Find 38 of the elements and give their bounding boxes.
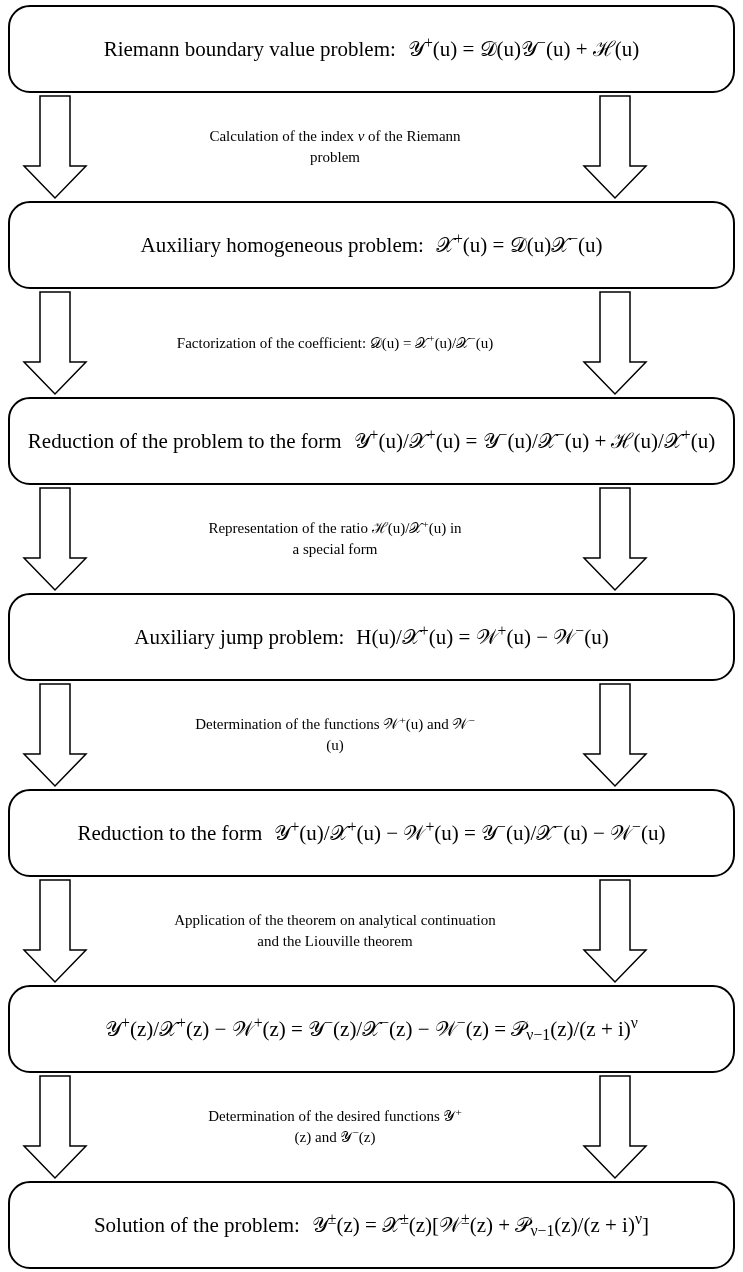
box-title: 𝒴$^{+}$(z)/𝒳$^{+}$(z) − 𝒲$^{+}$(z) = 𝒴$^{−}$(z)/𝒳$^{−}$(z) − 𝒲$^{−}$(z) = 𝒫$_{ν−1}$(z)/(z + i)$^{ν}$ bbox=[105, 1015, 638, 1043]
step-note: Determination of the desired functions 𝒴$^{+}$(z) and 𝒴$^{−}$(z) bbox=[207, 1106, 463, 1147]
process-box bbox=[8, 201, 735, 289]
process-box bbox=[8, 789, 735, 877]
box-title: Riemann boundary value problem: bbox=[103, 35, 396, 63]
formula: H(u)/𝒳$^{+}$(u) = 𝒲$^{+}$(u) − 𝒲$^{−}$(u) bbox=[356, 623, 609, 651]
box-title: Auxiliary jump problem: bbox=[134, 623, 345, 651]
process-box bbox=[8, 985, 735, 1073]
process-box bbox=[8, 5, 735, 93]
block-arrow bbox=[582, 683, 648, 788]
formula: 𝒴$^{+}$(u) = 𝒟(u)𝒴$^{−}$(u) + ℋ(u) bbox=[407, 35, 640, 63]
step-note: Factorization of the coefficient: 𝒟(u) = 𝒳$^{+}$(u)/𝒳$^{−}$(u) bbox=[176, 332, 494, 353]
block-arrow bbox=[582, 879, 648, 984]
process-box bbox=[8, 1181, 735, 1269]
block-arrow bbox=[582, 291, 648, 396]
box-title: Reduction to the form bbox=[77, 819, 263, 847]
box-title: Auxiliary homogeneous problem: bbox=[140, 231, 424, 259]
formula: 𝒴$^{+}$(u)/𝒳$^{+}$(u) − 𝒲$^{+}$(u) = 𝒴$^{−}$(u)/𝒳$^{−}$(u) − 𝒲$^{−}$(u) bbox=[274, 819, 666, 847]
step-note: Application of the theorem on analytical continuation and the Liouville theorem bbox=[173, 911, 497, 951]
block-arrow bbox=[582, 95, 648, 200]
process-box bbox=[8, 593, 735, 681]
formula: 𝒳$^{+}$(u) = 𝒟(u)𝒳$^{−}$(u) bbox=[435, 231, 603, 259]
block-arrow bbox=[22, 487, 88, 592]
step-note: Representation of the ratio ℋ(u)/𝒳$^{+}$(u) in a special form bbox=[207, 518, 463, 559]
block-arrow bbox=[22, 95, 88, 200]
block-arrow bbox=[582, 487, 648, 592]
formula: 𝒴$^{±}$(z) = 𝒳$^{±}$(z)[𝒲$^{±}$(z) + 𝒫$_{ν−1}$(z)/(z + i)$^{ν}$] bbox=[311, 1211, 650, 1239]
formula: 𝒴$^{+}$(u)/𝒳$^{+}$(u) = 𝒴$^{−}$(u)/𝒳$^{−}$(u) + ℋ(u)/𝒳$^{+}$(u) bbox=[353, 427, 716, 455]
box-title: Solution of the problem: bbox=[93, 1211, 300, 1239]
block-arrow bbox=[582, 1075, 648, 1180]
step-note: Calculation of the index ν of the Riemann problem bbox=[208, 127, 462, 167]
process-box bbox=[8, 397, 735, 485]
block-arrow bbox=[22, 683, 88, 788]
block-arrow bbox=[22, 291, 88, 396]
box-title: Reduction of the problem to the form bbox=[27, 427, 342, 455]
block-arrow bbox=[22, 879, 88, 984]
step-note: Determination of the functions 𝒲$^{+}$(u) and 𝒲$^{−}$(u) bbox=[195, 714, 475, 755]
block-arrow bbox=[22, 1075, 88, 1180]
